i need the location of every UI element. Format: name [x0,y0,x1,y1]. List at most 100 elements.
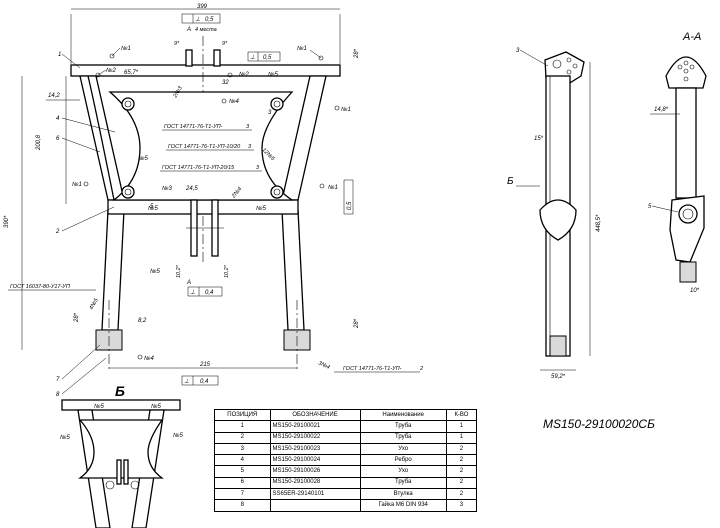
pos-6: 6 [56,136,60,142]
bom-cell: 2 [445,488,478,501]
vb-n5d: №5 [173,432,183,439]
view-b-title: Б [115,383,125,399]
bom-cell: 7 [214,488,271,501]
pos-4: 4 [56,116,60,122]
aa-dim-14: 14,8* [654,107,669,113]
n4b: №4 [144,355,154,362]
bom-cell: MS150-29100022 [269,431,361,444]
bom-cell: 2 [445,442,478,456]
bom-cell: Труба [359,431,447,444]
dim-14-2: 14,2 [48,93,60,99]
n5b: №5 [138,155,148,162]
section-a-mark: А [186,280,191,286]
tol-05a: 0,5 [205,17,214,23]
bom-cell: 5 [214,465,271,478]
dim-200-8: 200,8 [36,134,42,151]
n2a: №2 [106,67,116,74]
n5d: №5 [256,205,266,212]
dia-28a: 28* [354,48,360,59]
gost-3-size: 3 [256,165,260,171]
places-4: 4 места [195,27,217,33]
gost-4: ГОСТ 16037-80-У17-УП [10,284,70,290]
bom-cell [269,499,361,512]
bom-cell: MS150-29100028 [269,476,361,490]
front-view: 399 ⊥ 0,5 4 места ⊥ 0,5 9* 9* [4,4,423,398]
aa-dim-10: 10* [690,288,700,294]
weld-4n5: 4№5 [89,297,101,311]
view-b: №5 №5 №5 №5 [60,399,183,528]
bom-cell: Ухо [359,465,447,478]
side-pos-3: 3 [516,48,520,54]
vb-n5a: №5 [94,403,104,410]
side-dim-15: 15* [534,136,544,142]
n1d: №1 [72,181,82,188]
gost-1-size: 3 [246,124,250,130]
vb-n5b: №5 [151,403,161,410]
drawing-designation: MS150-29100020СБ [543,417,655,431]
bom-header: Наименование [359,408,447,422]
tol-05c: 0,5 [347,201,353,210]
dim-390: 390* [4,215,10,228]
n1b: №1 [297,45,307,52]
bom-cell: 3 [445,499,478,512]
n2b: №2 [239,71,249,78]
pos-8: 8 [56,392,60,398]
n5c: №5 [148,205,158,212]
bom-cell: 2 [445,465,478,478]
bom-cell: Ребро [359,454,447,467]
bom-header-row: ПОЗИЦИЯ ОБОЗНАЧЕНИЕ Наименование К-ВО [214,408,478,422]
dia-28b: 28* [74,312,80,323]
pos-2: 2 [55,229,60,235]
dim-9a: 9* [174,41,180,47]
side-dim-59: 59,2* [551,374,566,380]
bom-cell: MS150-29100026 [269,465,361,478]
side-view: 448,5* 59,2* 15* 3 Б [507,48,602,380]
bom-header: ПОЗИЦИЯ [214,408,271,422]
bom-cell: 1 [214,420,271,433]
bom-cell: MS150-29100024 [269,454,361,467]
svg-text:⊥: ⊥ [250,54,255,61]
bom-cell: MS150-29100023 [269,442,361,456]
pos-5: 5 [150,204,154,210]
section-aa-title: А-А [683,31,702,43]
dim-10-2a: 10,2* [176,264,182,278]
bom-cell: MS150-29100021 [269,420,361,433]
dim-9b: 9* [222,41,228,47]
pos-1: 1 [58,52,61,58]
section-a-mark-top: А [186,27,191,33]
gost-2: ГОСТ 14771-76-Т1-УП-10/20 [168,144,241,150]
tol-04a: 0,4 [205,290,214,296]
bom-cell: 3 [214,442,271,456]
gost-3: ГОСТ 14771-76-Т1-УП-20/15 [162,165,235,171]
dim-32: 32 [222,80,229,86]
bom-cell: 1 [445,420,478,433]
aa-pos-5: 5 [648,204,652,210]
n1e: №1 [328,184,338,191]
n1a: №1 [121,45,131,52]
bom-header: К-ВО [445,408,478,422]
dim-65-7: 65,7* [124,70,139,76]
dim-215: 215 [199,362,211,368]
bom-cell: Ухо [359,442,447,456]
pos-7: 7 [56,377,60,383]
n5a: №5 [268,71,278,78]
section-aa: 14,8* 5 10* [648,56,707,294]
bom-cell: Гайка М6 DIN 934 [359,499,447,512]
gost-1: ГОСТ 14771-76-Т1-УП- [164,124,223,130]
bom-cell: Труба [359,420,447,433]
svg-text:⊥: ⊥ [190,289,195,296]
svg-text:⊥: ⊥ [195,16,200,23]
bom-cell: 4 [214,454,271,467]
bom-cell: Втулка [359,488,447,501]
bom-cell: 2 [445,454,478,467]
dim-8-2: 8,2 [138,318,147,324]
bom-cell: 8 [214,499,271,512]
